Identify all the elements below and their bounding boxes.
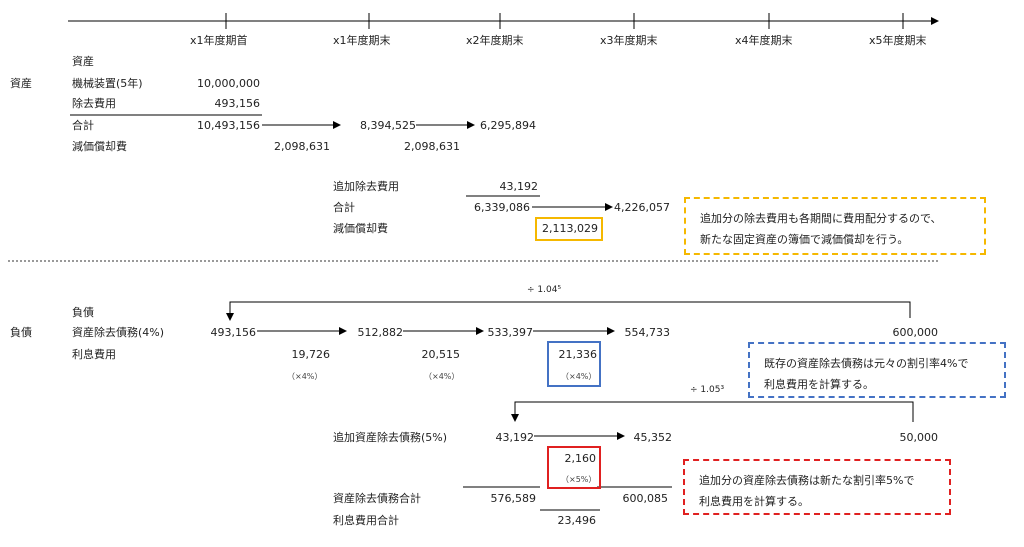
note-line: 利息費用を計算する。	[699, 495, 809, 508]
interest-note: 既存の資産除去債務は元々の割引率4%で 利息費用を計算する。	[748, 342, 1006, 398]
add-aro-value: 50,000	[899, 431, 939, 444]
rate-note: （×4%）	[424, 372, 460, 381]
add-aro-value: 45,352	[633, 431, 673, 444]
interest-value: 21,336	[558, 348, 598, 361]
add-aro-label: 追加資産除去債務(5%)	[333, 431, 448, 444]
assets-heading: 資産	[72, 55, 94, 68]
rate-note: （×4%）	[287, 372, 323, 381]
period-label: x4年度期末	[735, 34, 793, 47]
aro-total-value: 600,085	[622, 492, 669, 505]
liabilities-section-label: 負債	[10, 326, 32, 339]
machinery-value: 10,000,000	[197, 77, 260, 90]
interest-highlight-box	[547, 341, 601, 387]
aro-total-label: 資産除去債務合計	[333, 492, 421, 505]
depreciation-label: 減価償却費	[72, 140, 127, 153]
period-label: x2年度期末	[466, 34, 524, 47]
retirement-cost-value: 493,156	[214, 97, 261, 110]
add-cost-label: 追加除去費用	[333, 180, 399, 193]
discount-bracket-top	[226, 301, 911, 321]
add-depreciation-label: 減価償却費	[333, 222, 388, 235]
period-label: x3年度期末	[600, 34, 658, 47]
depreciation-value: 2,098,631	[274, 140, 330, 153]
discount-bracket-bottom	[511, 401, 914, 422]
add-total-value: 4,226,057	[614, 201, 670, 214]
rate-note: （×4%）	[561, 372, 597, 381]
add-total-label: 合計	[333, 201, 355, 214]
aro-label: 資産除去債務(4%)	[72, 326, 165, 339]
note-line: 追加分の資産除去債務は新たな割引率5%で	[699, 474, 915, 487]
note-line: 新たな固定資産の簿価で減価償却を行う。	[700, 233, 909, 246]
note-line: 利息費用を計算する。	[764, 378, 874, 391]
discount-label-bottom: ÷ 1.05³	[690, 385, 725, 395]
interest-value: 19,726	[291, 348, 331, 361]
add-interest-value: 2,160	[564, 452, 597, 465]
add-cost-value: 43,192	[499, 180, 539, 193]
interest-value: 20,515	[421, 348, 461, 361]
aro-value: 600,000	[892, 326, 939, 339]
asset-total-value: 10,493,156	[197, 119, 260, 132]
aro-value: 512,882	[357, 326, 404, 339]
period-label: x1年度期末	[333, 34, 391, 47]
add-depreciation-value: 2,113,029	[542, 222, 598, 235]
discount-label-top: ÷ 1.04⁵	[527, 285, 562, 295]
depreciation-value: 2,098,631	[404, 140, 460, 153]
asset-total-value: 6,295,894	[480, 119, 536, 132]
aro-value: 554,733	[624, 326, 671, 339]
assets-section-label: 資産	[10, 77, 32, 90]
add-total-value: 6,339,086	[474, 201, 530, 214]
note-line: 既存の資産除去債務は元々の割引率4%で	[764, 357, 969, 370]
interest-label: 利息費用	[72, 348, 116, 361]
interest-total-label: 利息費用合計	[333, 514, 399, 527]
aro-value: 533,397	[487, 326, 534, 339]
aro-value: 493,156	[210, 326, 257, 339]
add-interest-highlight-box	[547, 446, 601, 489]
depreciation-highlight-box	[535, 217, 603, 241]
machinery-label: 機械装置(5年)	[72, 77, 143, 90]
aro-total-value: 576,589	[490, 492, 537, 505]
interest-total-value: 23,496	[557, 514, 597, 527]
add-interest-note: 追加分の資産除去債務は新たな割引率5%で 利息費用を計算する。	[683, 459, 951, 515]
add-rate-note: （×5%）	[561, 475, 597, 484]
liabilities-heading: 負債	[72, 306, 94, 319]
asset-total-value: 8,394,525	[360, 119, 416, 132]
period-label: x5年度期末	[869, 34, 927, 47]
depreciation-note: 追加分の除去費用も各期間に費用配分するので、 新たな固定資産の簿価で減価償却を行…	[684, 197, 986, 255]
asset-total-label: 合計	[72, 119, 94, 132]
add-aro-value: 43,192	[495, 431, 535, 444]
retirement-cost-label: 除去費用	[72, 97, 116, 110]
period-label: x1年度期首	[190, 34, 248, 47]
note-line: 追加分の除去費用も各期間に費用配分するので、	[700, 212, 942, 225]
